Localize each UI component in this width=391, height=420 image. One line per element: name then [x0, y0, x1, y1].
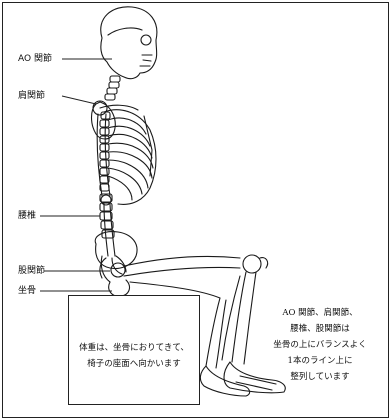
leader-shoulder-joint [62, 96, 96, 104]
alignment-note-line-1: AO 関節、肩関節、 [270, 305, 370, 321]
seat-note: 体重は、坐骨におりてきて、 椅子の座面へ向かいます [69, 340, 199, 372]
seat-note-line-1: 体重は、坐骨におりてきて、 [69, 340, 199, 356]
label-hip-joint: 股関節 [18, 266, 45, 276]
seat-box: 体重は、坐骨におりてきて、 椅子の座面へ向かいます [68, 295, 200, 405]
ischium [109, 280, 130, 296]
label-lumbar: 腰椎 [18, 211, 36, 221]
knee [243, 255, 261, 273]
skull [101, 7, 157, 79]
tibia [232, 272, 256, 364]
label-shoulder-joint: 肩関節 [18, 91, 45, 101]
cervical-spine [105, 76, 120, 100]
alignment-note-line-5: 整列しています [270, 369, 370, 385]
alignment-note-line-3: 坐骨の上にバランスよく [270, 337, 370, 353]
label-ao-joint: AO 関節 [18, 54, 52, 64]
fibula [222, 276, 240, 360]
femur [124, 256, 240, 276]
seat-note-line-2: 椅子の座面へ向かいます [69, 356, 199, 372]
alignment-note-line-4: 1本のライン上に [270, 353, 370, 369]
eye-socket [141, 35, 151, 45]
label-sit-bone: 坐骨 [18, 286, 36, 296]
alignment-note: AO 関節、肩関節、 腰椎、股関節は 坐骨の上にバランスよく 1本のライン上に … [270, 305, 370, 385]
alignment-note-line-2: 腰椎、股関節は [270, 321, 370, 337]
